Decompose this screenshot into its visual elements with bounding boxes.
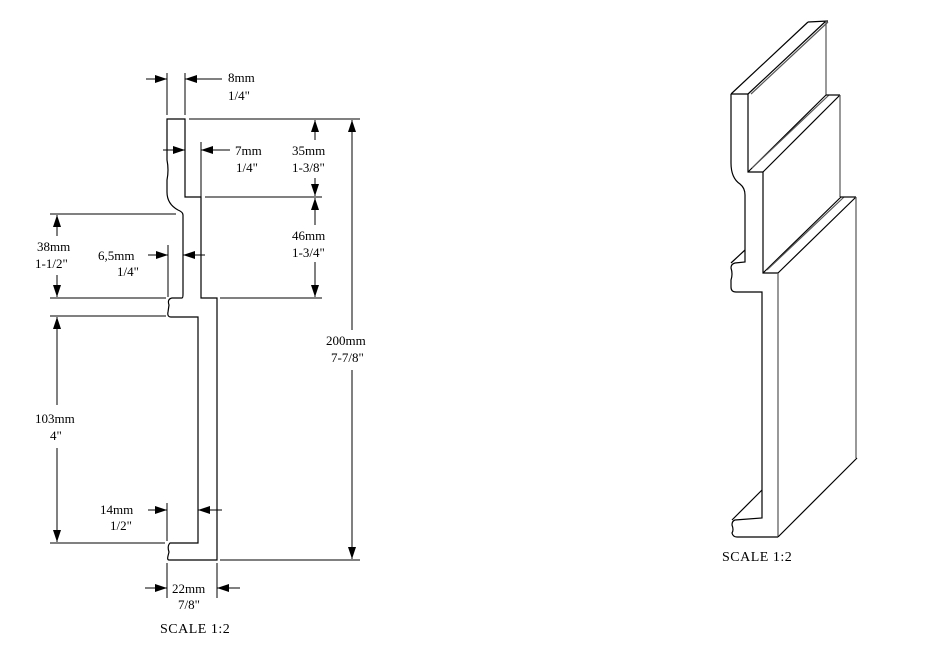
dimension-labels: 8mm 1/4" 7mm 1/4" 35mm 1-3/8" 46mm 1-3/4…	[35, 70, 366, 637]
dim-upper-web-in: 1/4"	[236, 160, 258, 175]
dim-mid-web-in: 1/4"	[117, 264, 139, 279]
dimension-lines	[50, 73, 360, 598]
dim-lower-web-mm: 14mm	[100, 502, 133, 517]
dim-top-height-mm: 35mm	[292, 143, 325, 158]
isometric-view: SCALE 1:2	[722, 20, 858, 565]
dim-top-lip-mm: 8mm	[228, 70, 255, 85]
dim-lower-groove-mm: 103mm	[35, 411, 75, 426]
dim-mid-height-in: 1-3/4"	[292, 245, 325, 260]
dim-top-height-in: 1-3/8"	[292, 160, 325, 175]
dim-upper-web-mm: 7mm	[235, 143, 262, 158]
isometric-scale-label: SCALE 1:2	[722, 550, 792, 565]
section-scale-label: SCALE 1:2	[160, 622, 230, 637]
dim-mid-height-mm: 46mm	[292, 228, 325, 243]
dim-total-height-mm: 200mm	[326, 333, 366, 348]
dim-upper-groove-in: 1-1/2"	[35, 256, 68, 271]
dim-base-width-in: 7/8"	[178, 597, 200, 612]
dim-mid-web-mm: 6,5mm	[98, 248, 134, 263]
dim-total-height-in: 7-7/8"	[331, 350, 364, 365]
dim-lower-web-in: 1/2"	[110, 518, 132, 533]
dim-top-lip-in: 1/4"	[228, 88, 250, 103]
dim-upper-groove-mm: 38mm	[37, 239, 70, 254]
section-profile	[166, 118, 218, 561]
dim-lower-groove-in: 4"	[50, 428, 62, 443]
dim-base-width-mm: 22mm	[172, 581, 205, 596]
